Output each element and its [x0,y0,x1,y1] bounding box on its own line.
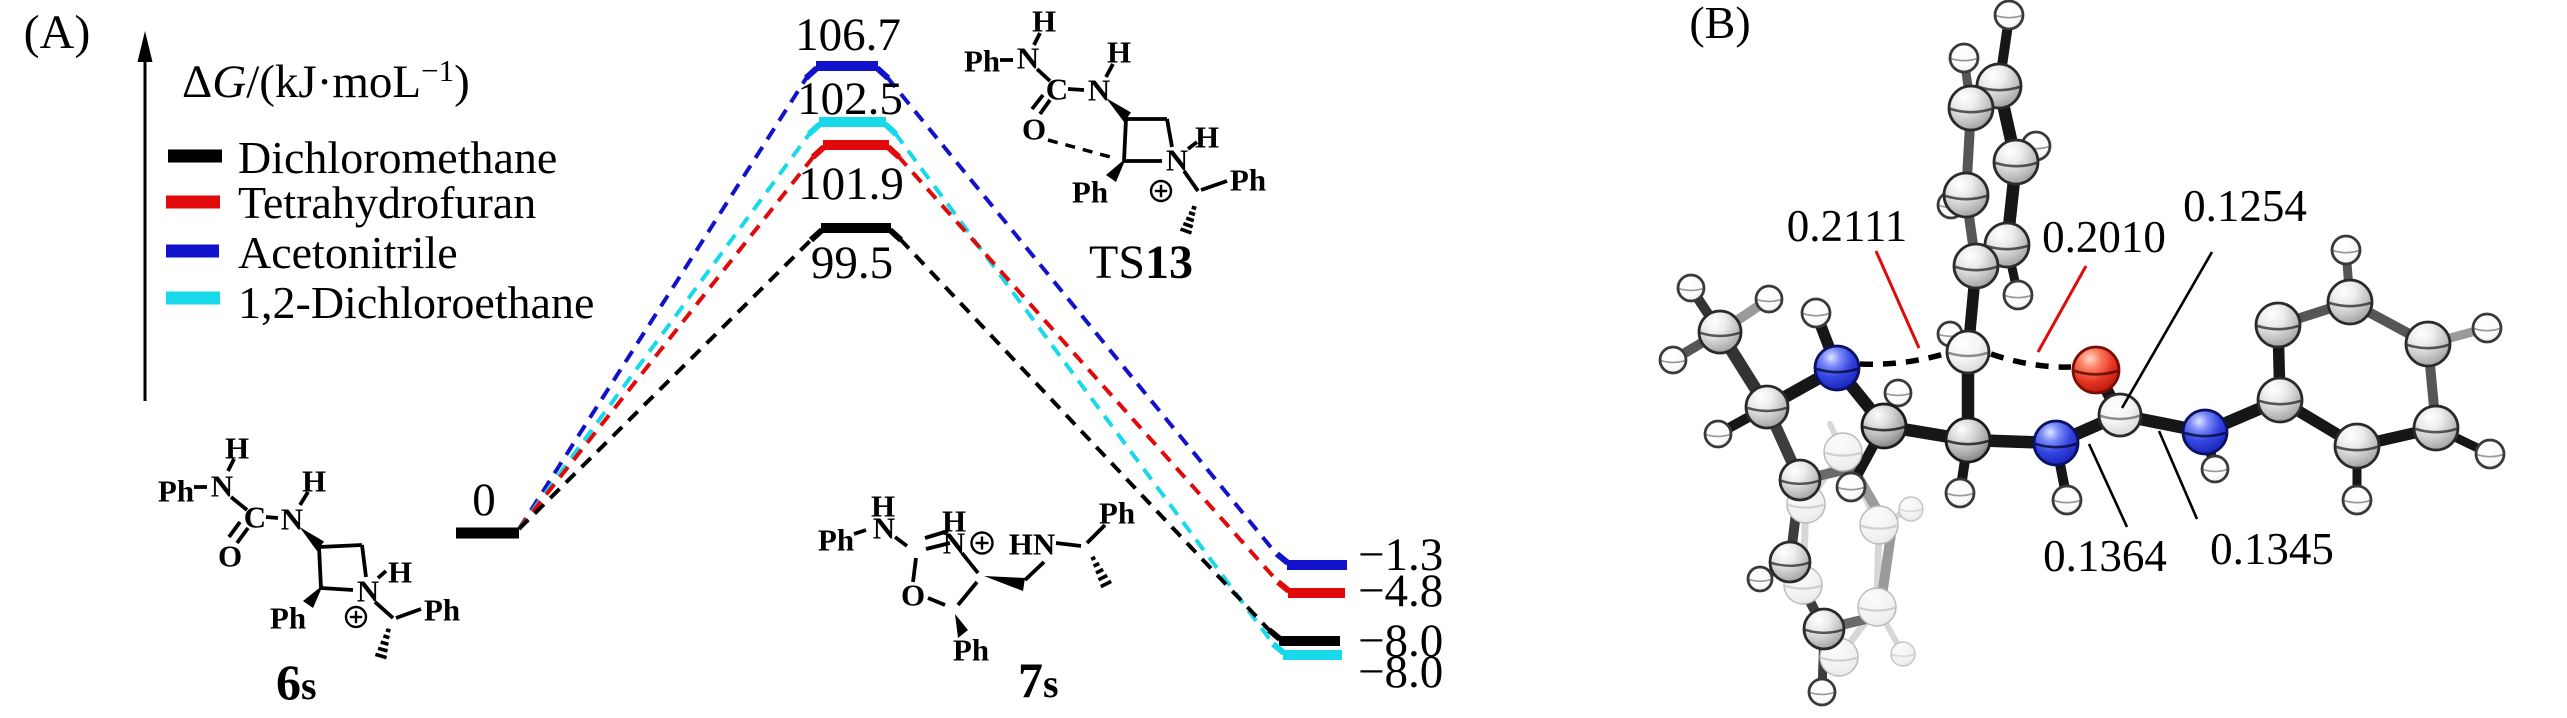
svg-text:TS13: TS13 [1089,236,1193,289]
svg-text:−1.3: −1.3 [1358,529,1443,581]
svg-text:0.1364: 0.1364 [2043,531,2167,581]
svg-text:−8.0: −8.0 [1358,615,1443,667]
svg-text:H: H [1195,120,1219,155]
svg-text:(B): (B) [1689,0,1750,48]
svg-text:O: O [1022,112,1046,147]
svg-text:0.2010: 0.2010 [2042,212,2166,262]
svg-text:−4.8: −4.8 [1358,565,1443,617]
svg-text:C: C [1046,72,1068,107]
svg-text:Ph: Ph [1099,496,1135,531]
svg-text:N: N [1166,143,1188,178]
svg-text:Acetonitrile: Acetonitrile [238,227,458,278]
svg-text:106.7: 106.7 [795,9,901,61]
svg-text:H: H [1107,35,1131,70]
svg-text:N: N [943,526,965,561]
svg-text:6s: 6s [276,654,317,710]
svg-text:Ph: Ph [818,523,854,558]
svg-text:H: H [1032,4,1056,39]
svg-text:−8.0: −8.0 [1358,646,1443,698]
svg-text:Ph: Ph [270,601,306,636]
svg-text:Dichloromethane: Dichloromethane [238,132,557,183]
svg-text:H: H [225,431,249,466]
svg-text:Ph: Ph [158,474,194,509]
svg-text:N: N [873,511,895,546]
svg-text:0: 0 [472,474,496,526]
svg-text:H: H [388,555,412,590]
svg-text:101.9: 101.9 [798,158,904,210]
svg-text:Ph: Ph [424,593,460,628]
svg-text:N: N [211,469,233,504]
svg-text:(A): (A) [24,6,91,59]
svg-text:N: N [1088,73,1110,108]
svg-text:Ph: Ph [964,44,1000,79]
svg-text:N: N [357,574,379,609]
svg-text:0.1345: 0.1345 [2210,524,2334,574]
svg-text:H: H [871,489,895,524]
svg-text:7s: 7s [1018,652,1059,708]
svg-text:ΔG/(kJ·moL−1): ΔG/(kJ·moL−1) [182,53,470,108]
svg-text:Ph: Ph [1072,175,1108,210]
svg-text:N: N [1017,41,1039,76]
svg-text:HN: HN [1009,527,1056,562]
svg-text:N: N [281,502,303,537]
svg-text:0.1254: 0.1254 [2183,181,2307,231]
svg-text:C: C [244,500,266,535]
svg-text:0.2111: 0.2111 [1787,201,1907,251]
svg-text:O: O [901,578,925,613]
svg-text:Tetrahydrofuran: Tetrahydrofuran [238,177,536,228]
svg-text:Ph: Ph [1230,163,1266,198]
svg-text:1,2-Dichloroethane: 1,2-Dichloroethane [238,277,594,328]
svg-text:O: O [218,539,242,574]
svg-text:Ph: Ph [953,633,989,668]
svg-text:99.5: 99.5 [811,237,893,289]
svg-text:102.5: 102.5 [797,73,903,125]
